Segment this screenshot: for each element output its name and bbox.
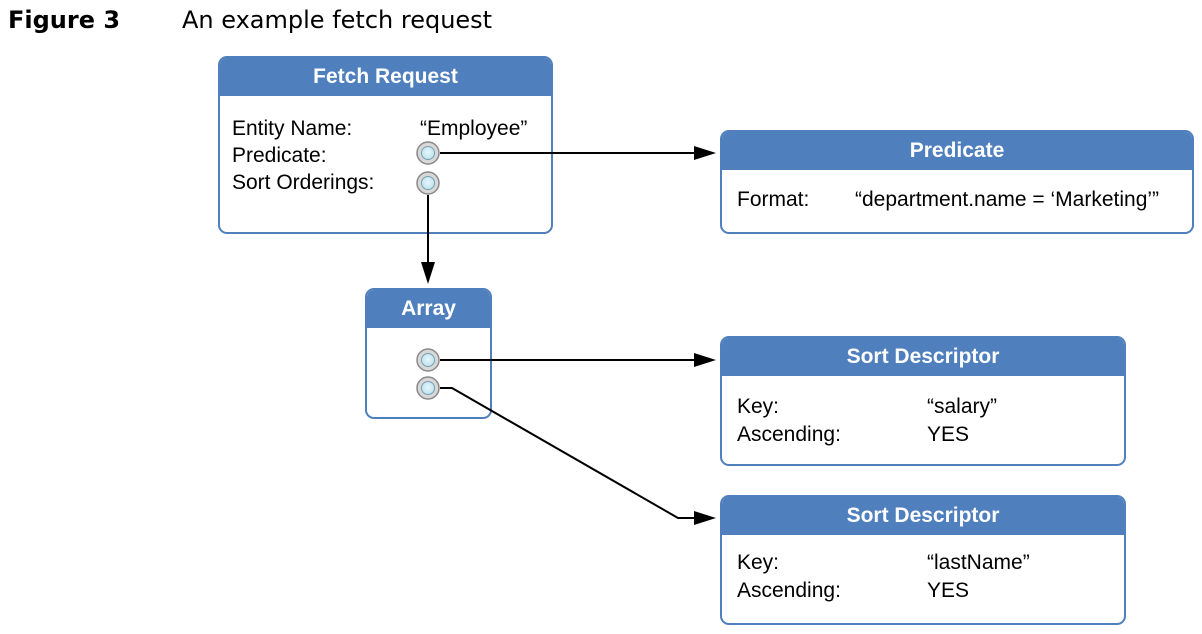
entity-name-label: Entity Name: (232, 117, 353, 140)
array-header: Array (367, 290, 490, 328)
arrowhead-icon (694, 511, 716, 525)
predicate-box: Predicate Format: “department.name = ‘Ma… (720, 130, 1194, 234)
format-label: Format: (737, 188, 810, 211)
predicate-port-icon (416, 141, 440, 165)
ascending-label: Ascending: (737, 423, 841, 446)
sort-orderings-port-icon (416, 171, 440, 195)
ascending-value: YES (927, 423, 970, 446)
entity-name-value: “Employee” (420, 117, 528, 140)
arrowhead-icon (694, 146, 716, 160)
sort-descriptor-box: Sort Descriptor Key: “lastName” Ascendin… (720, 495, 1126, 625)
array-item-2-port-icon (416, 376, 440, 400)
sort-orderings-label: Sort Orderings: (232, 171, 375, 194)
key-label: Key: (737, 551, 780, 574)
fetch-request-header: Fetch Request (220, 58, 551, 96)
array-item-2-connector (440, 387, 696, 519)
key-value: “lastName” (927, 551, 1030, 574)
arrowhead-icon (694, 353, 716, 367)
sort-descriptor-header: Sort Descriptor (722, 497, 1124, 535)
fetch-request-box: Fetch Request Entity Name: “Employee” Pr… (218, 56, 553, 234)
figure-number: Figure 3 (8, 6, 121, 34)
format-value: “department.name = ‘Marketing’” (855, 188, 1160, 211)
key-label: Key: (737, 395, 780, 418)
sort-descriptor-header: Sort Descriptor (722, 338, 1124, 376)
array-box: Array (365, 288, 492, 419)
arrowhead-icon (421, 262, 435, 284)
figure-title: An example fetch request (182, 6, 493, 34)
sort-descriptor-box: Sort Descriptor Key: “salary” Ascending:… (720, 336, 1126, 466)
key-value: “salary” (927, 395, 998, 418)
array-item-1-port-icon (416, 348, 440, 372)
predicate-label: Predicate: (232, 144, 327, 167)
ascending-label: Ascending: (737, 579, 841, 602)
predicate-header: Predicate (722, 132, 1192, 170)
ascending-value: YES (927, 579, 970, 602)
